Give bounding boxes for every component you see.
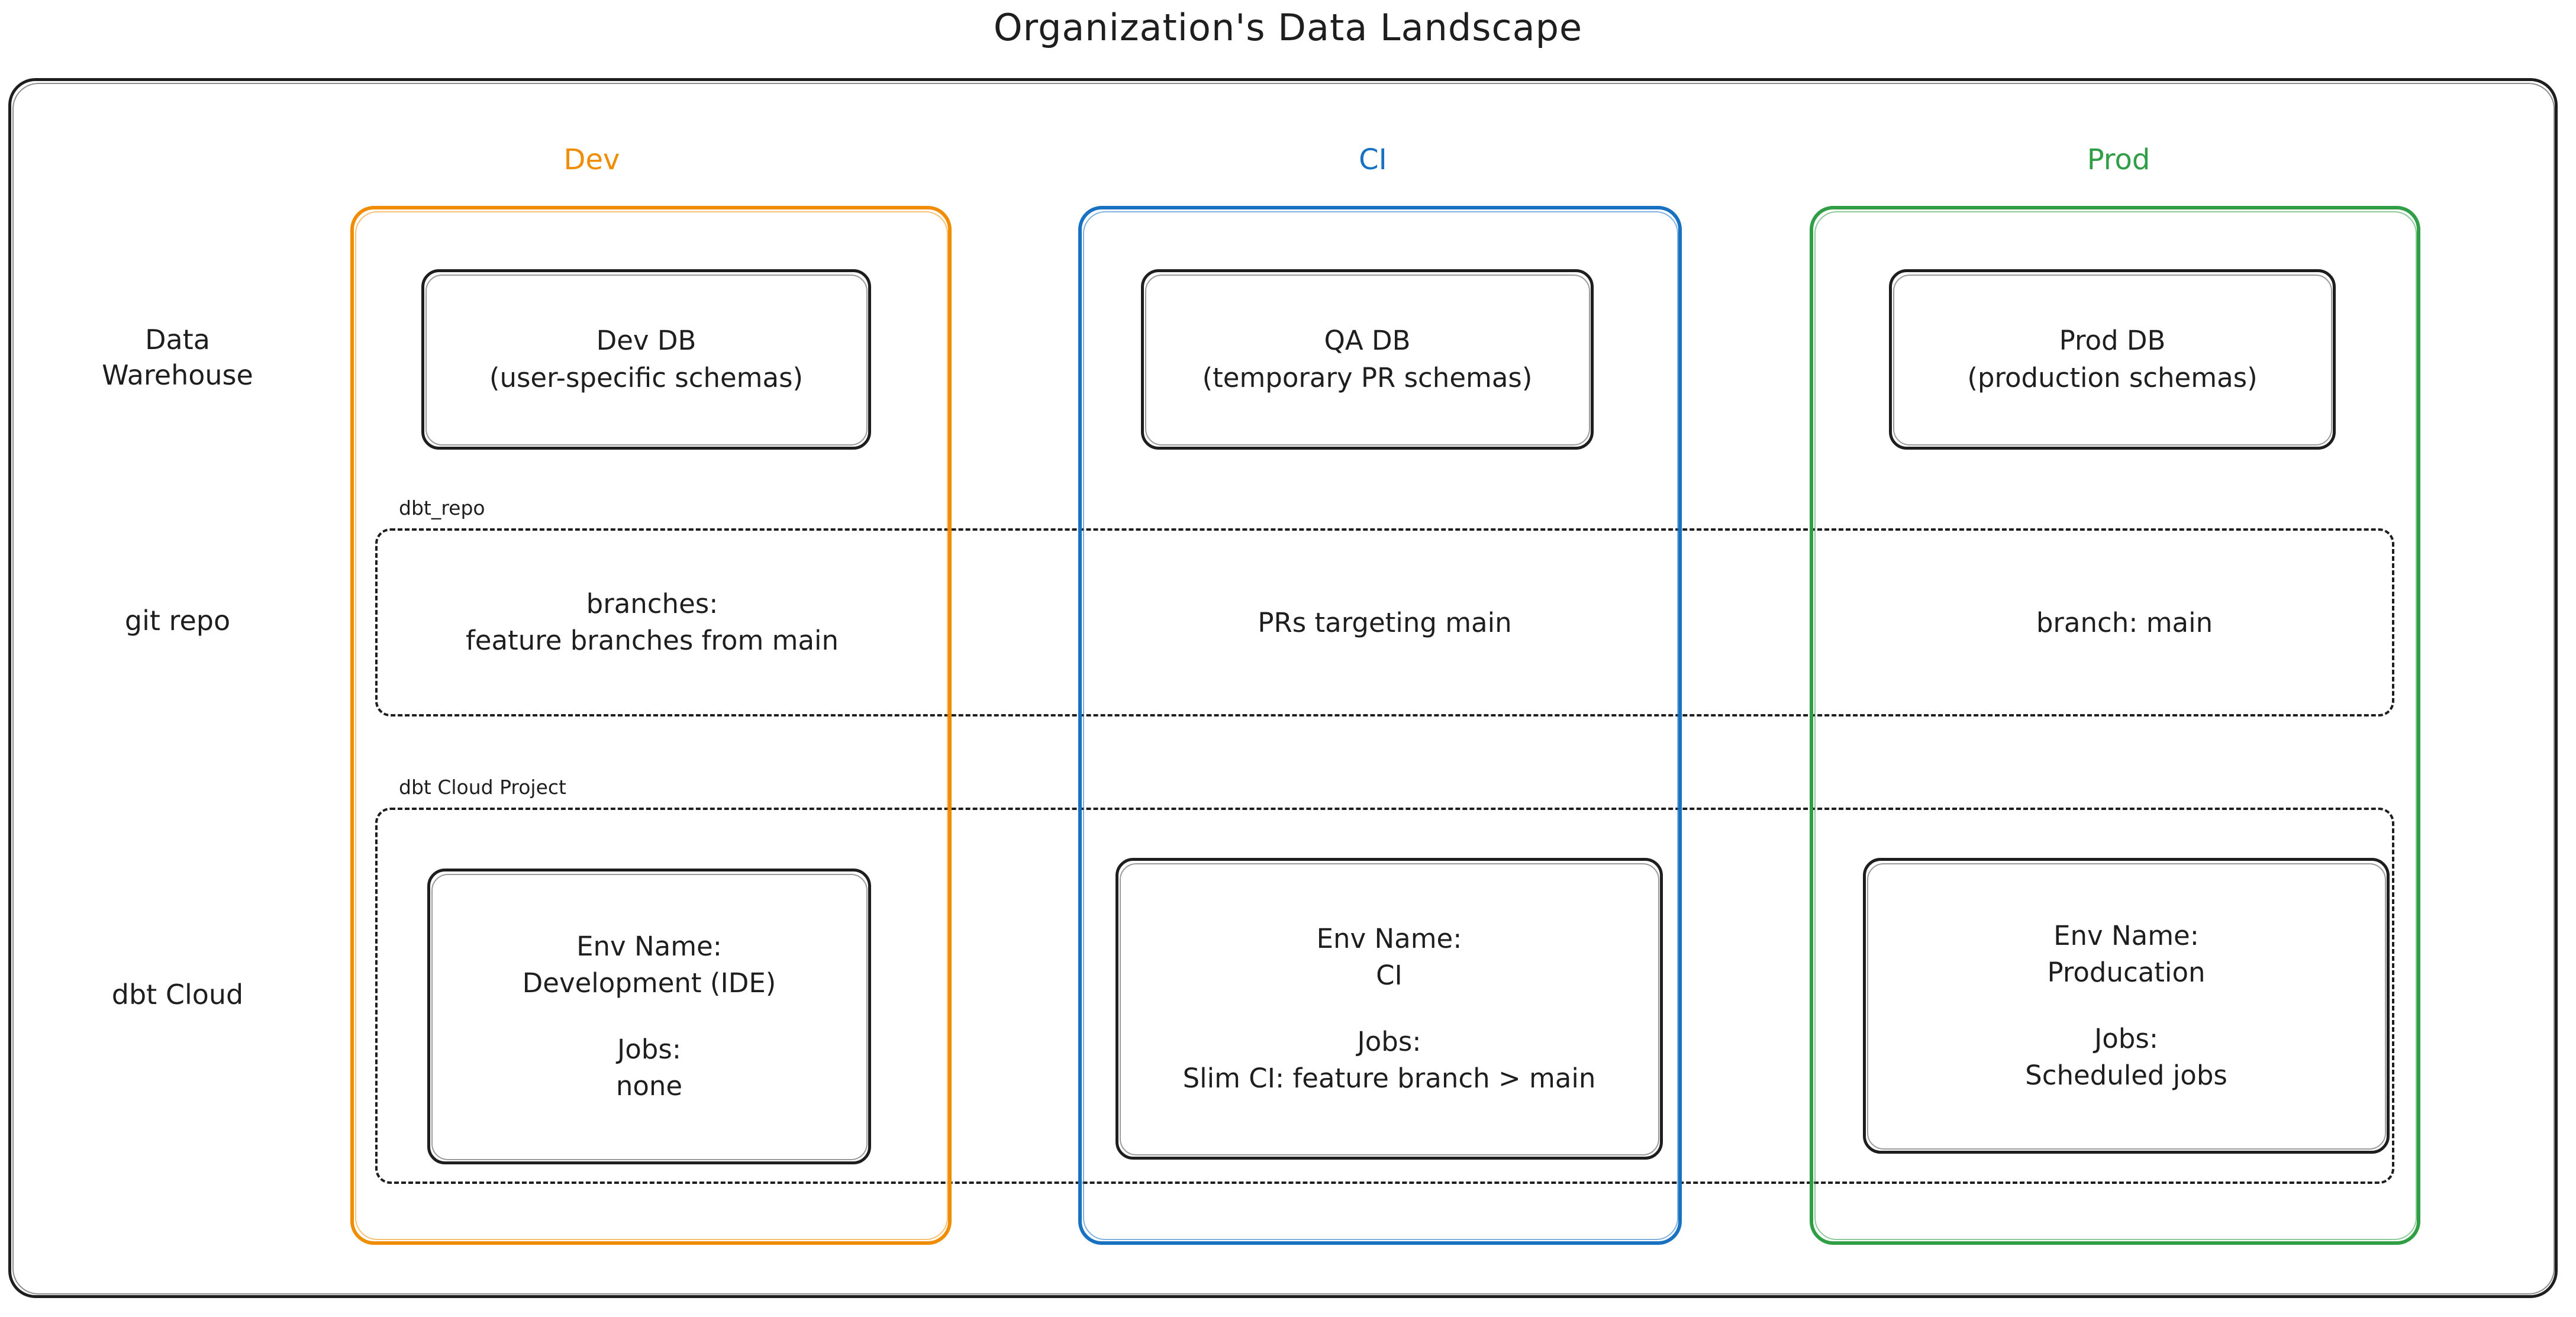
page-title: Organization's Data Landscape <box>993 6 1583 49</box>
node-dbt-cloud-ci: Env Name: CI Jobs: Slim CI: feature bran… <box>1115 858 1663 1160</box>
group-label-dbt-cloud-project: dbt Cloud Project <box>399 776 566 799</box>
node-dbt-cloud-ci-jobs: Jobs: Slim CI: feature branch > main <box>1182 1026 1596 1095</box>
row-label-git-repo: git repo <box>124 605 231 637</box>
env-container-ci <box>1078 206 1682 1245</box>
node-dbt-cloud-ci-env: Env Name: CI <box>1316 922 1462 991</box>
node-dbt-cloud-dev-env: Env Name: Development (IDE) <box>522 930 776 999</box>
git-repo-ci-text: PRs targeting main <box>1258 607 1512 638</box>
node-dbt-cloud-dev-jobs: Jobs: none <box>615 1034 683 1102</box>
env-container-prod <box>1810 206 2420 1245</box>
node-dbt-cloud-prod: Env Name: Producation Jobs: Scheduled jo… <box>1863 858 2390 1154</box>
node-dbt-cloud-prod-jobs: Jobs: Scheduled jobs <box>2025 1023 2227 1092</box>
outer-frame <box>8 78 2558 1298</box>
node-prod-db: Prod DB (production schemas) <box>1889 269 2336 450</box>
node-dbt-cloud-dev: Env Name: Development (IDE) Jobs: none <box>427 869 871 1164</box>
node-prod-db-label: Prod DB (production schemas) <box>1967 325 2258 393</box>
node-dev-db-label: Dev DB (user-specific schemas) <box>489 325 804 393</box>
node-qa-db-label: QA DB (temporary PR schemas) <box>1202 325 1533 393</box>
node-dbt-cloud-prod-env: Env Name: Producation <box>2047 919 2206 988</box>
column-header-ci: CI <box>1359 143 1387 176</box>
git-repo-prod-text: branch: main <box>2036 607 2213 638</box>
column-header-dev: Dev <box>563 143 620 176</box>
node-qa-db: QA DB (temporary PR schemas) <box>1141 269 1594 450</box>
group-container-dbt-repo: dbt_repo <box>375 496 2394 716</box>
row-label-data-warehouse: Data Warehouse <box>102 324 253 391</box>
group-label-dbt-repo: dbt_repo <box>399 496 485 519</box>
group-container-dbt-cloud-project: dbt Cloud Project <box>375 776 2394 1184</box>
row-label-dbt-cloud: dbt Cloud <box>111 979 244 1011</box>
git-repo-dev-text: branches: feature branches from main <box>465 588 839 657</box>
column-header-prod: Prod <box>2087 143 2151 176</box>
env-container-dev <box>350 206 952 1245</box>
node-dev-db: Dev DB (user-specific schemas) <box>421 269 871 450</box>
